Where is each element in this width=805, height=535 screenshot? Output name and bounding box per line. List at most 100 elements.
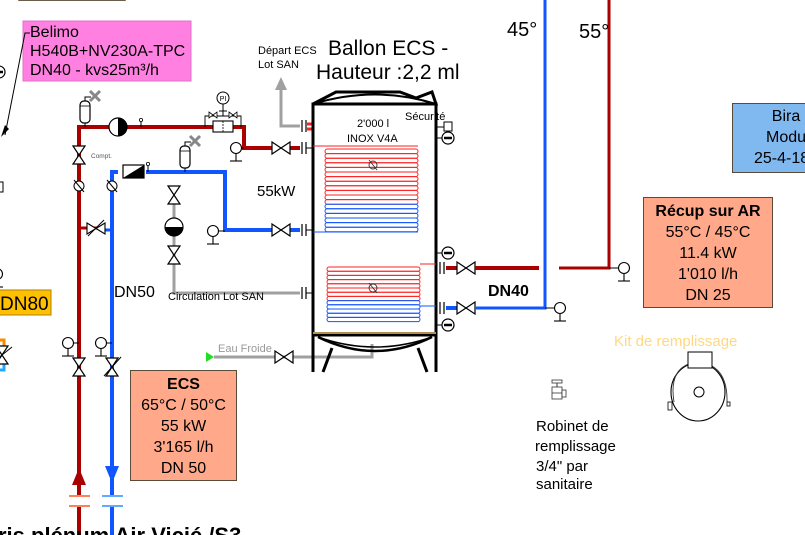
circulation-valve-top[interactable]: [167, 185, 181, 205]
sensor-supply: [73, 179, 85, 193]
gauge-left-edge: [0, 267, 4, 288]
recup-temps: 55°C / 45°C: [665, 224, 751, 241]
tank-title-line2: Hauteur :2,2 ml: [316, 61, 460, 84]
flange-return-bottom: [102, 495, 123, 507]
thermometer-tank-top: [436, 130, 456, 146]
isolation-valve-eau-froide[interactable]: [274, 350, 294, 364]
isolation-valve-recup-return[interactable]: [456, 301, 476, 315]
valve-note-line1: Belimo: [30, 24, 79, 41]
isolation-valve-compteur[interactable]: [72, 145, 86, 165]
bypass-regulating-valve[interactable]: [86, 219, 106, 237]
circulation-label: Circulation Lot SAN: [168, 291, 264, 303]
safety-valve[interactable]: [436, 121, 453, 132]
bottom-caption: ris plénum Air Vicié /S3: [0, 523, 241, 535]
expansion-vessel-1[interactable]: [78, 89, 102, 125]
tank-material: INOX V4A: [347, 133, 398, 145]
thermometer-left-edge: [0, 64, 7, 80]
circulation-valve-bottom[interactable]: [167, 245, 181, 265]
recup-flow: 1'010 l/h: [678, 266, 738, 283]
gauge-return-mid: [206, 224, 225, 245]
flange-circulation: [301, 287, 313, 299]
flange-recup-return: [439, 302, 445, 314]
flange-supply-bottom: [69, 495, 90, 507]
fill-tap-icon[interactable]: [551, 379, 567, 400]
gauge-recup-return: [545, 301, 567, 322]
fill-kit-hose-reel-icon[interactable]: [667, 351, 731, 422]
temperature-probe-supply: [138, 118, 143, 127]
dn80-tag: [0, 289, 52, 316]
flow-arrow-down: [105, 466, 119, 483]
coil-sensor-lower: [368, 282, 378, 294]
ecs-info-box: ECS 65°C / 50°C 55 kW 3'165 l/h DN 50: [130, 370, 237, 481]
ecs-temps: 65°C / 50°C: [141, 397, 226, 414]
safety-label: Sécurité: [405, 111, 445, 123]
isolation-valve-recup-supply[interactable]: [456, 261, 476, 275]
ecs-power: 55 kW: [160, 418, 207, 435]
sensor-return: [106, 179, 118, 193]
recup-info-box: Récup sur AR 55°C / 45°C 11.4 kW 1'010 l…: [643, 197, 773, 308]
kit-remplissage-label: Kit de remplissage: [614, 333, 737, 350]
robinet-line1: Robinet de: [536, 418, 609, 435]
svg-text:PI: PI: [220, 96, 227, 103]
thermometer-tank-mid: [436, 245, 456, 261]
dn50-label: DN50: [114, 284, 155, 301]
robinet-line3: 3/4" par: [536, 458, 588, 475]
flange-return-tank: [301, 224, 313, 236]
motorized-valve-belimo[interactable]: [122, 161, 150, 179]
recup-power: 11.4 kW: [679, 245, 737, 262]
expansion-vessel-2[interactable]: [178, 134, 202, 170]
pump-supply[interactable]: [108, 117, 128, 137]
isolation-valve-return-tank[interactable]: [271, 223, 291, 237]
compt-label: Compt.: [91, 153, 112, 160]
coil-loop: [326, 316, 421, 323]
upper-heating-coil: [313, 145, 419, 233]
valve-note-line3: DN40 - kvs25m³/h: [30, 62, 159, 79]
left-edge-pipe-orange: [0, 338, 6, 348]
robinet-line2: remplissage: [535, 438, 616, 455]
bira-line1: Bira: [771, 108, 801, 125]
depart-ecs-lot-label: Lot SAN: [258, 59, 299, 71]
recup-dn: DN 25: [685, 287, 731, 304]
flow-meter-assembly[interactable]: PI: [204, 91, 242, 133]
left-edge-valve: [0, 345, 13, 365]
valve-note-box: [22, 20, 192, 82]
gauge-return-low: [94, 336, 112, 357]
eau-froide-arrow: [206, 352, 214, 362]
left-edge-square: [0, 181, 4, 193]
valve-note-text: Belimo H540B+NV230A-TPC DN40 - kvs25m³/h: [30, 23, 195, 80]
eau-froide-pipe: [214, 344, 374, 359]
circulation-pump[interactable]: [164, 217, 184, 237]
leader-arrowhead: [1, 125, 9, 137]
bira-line3: 25-4-180: [753, 150, 805, 167]
dn40-label: DN40: [488, 283, 529, 300]
tank-volume: 2'000 l: [357, 118, 389, 130]
depart-ecs-arrow: [275, 77, 287, 90]
regulating-valve-return-low[interactable]: [103, 356, 122, 377]
isolation-valve-supply-tank[interactable]: [271, 141, 291, 155]
recup-return-pipe: [475, 0, 547, 310]
power-55kw-label: 55kW: [257, 183, 296, 200]
depart-ecs-label: Départ ECS: [258, 45, 317, 57]
bira-line2: Modu: [765, 129, 805, 146]
eau-froide-label: Eau Froide: [218, 343, 272, 355]
gauge-supply-low: [61, 336, 79, 357]
depart-ecs-pipe: [279, 83, 300, 128]
left-edge-pipe-cyan: [0, 362, 6, 372]
robinet-line4: sanitaire: [536, 476, 593, 493]
ecs-title: ECS: [167, 376, 200, 393]
flange-recup-supply: [439, 262, 445, 274]
gauge-recup-supply: [609, 261, 631, 282]
valve-note-line2: H540B+NV230A-TPC: [30, 43, 186, 60]
ecs-flow: 3'165 l/h: [153, 439, 214, 456]
circulation-pipe: [172, 200, 300, 295]
dn80-label: DN80: [0, 294, 49, 315]
flow-arrow-up: [72, 468, 86, 485]
ecs-dn: DN 50: [160, 460, 207, 477]
tank-title-line1: Ballon ECS -: [328, 37, 448, 60]
flange-depart-ecs: [301, 120, 307, 132]
thermometer-tank-bottom: [436, 317, 456, 333]
isolation-valve-supply-low[interactable]: [72, 357, 86, 377]
temp-55-label: 55°: [579, 21, 609, 43]
temp-45-label: 45°: [507, 19, 537, 41]
